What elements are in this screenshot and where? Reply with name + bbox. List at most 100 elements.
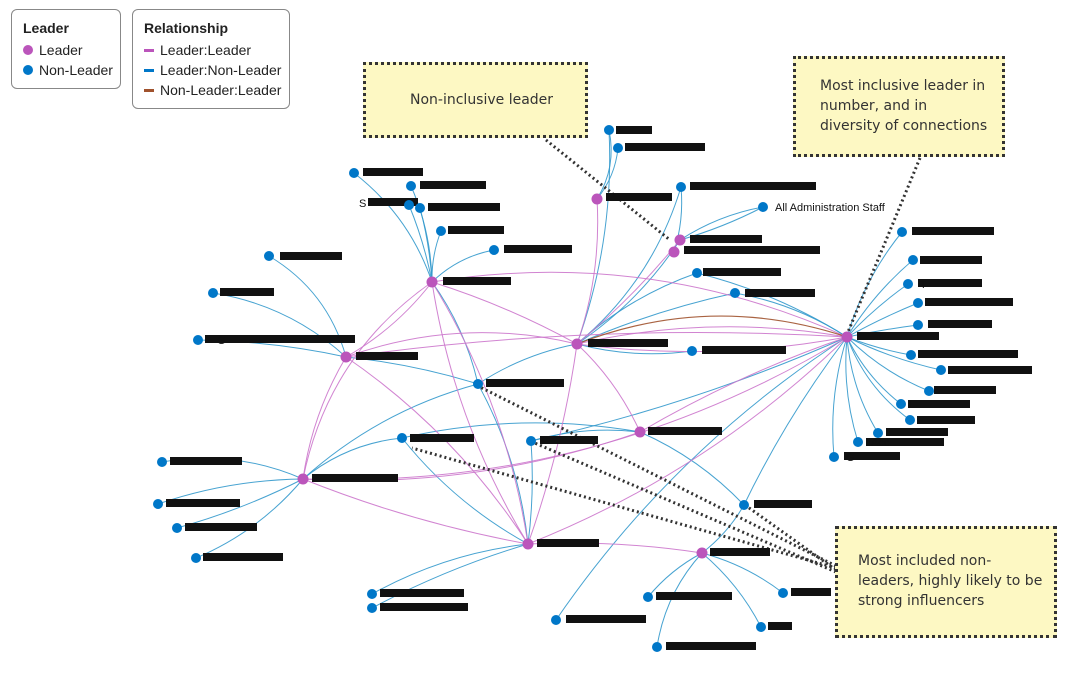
leader-node: [668, 246, 680, 258]
non-leader-node: [643, 592, 653, 602]
redacted-label: [857, 332, 939, 340]
leader-leader-edge: [576, 198, 599, 345]
redacted-label: [504, 245, 572, 253]
leader-nonleader-line-icon: [144, 68, 154, 72]
leader-dot-icon: [23, 45, 33, 55]
non-leader-node: [758, 202, 768, 212]
leader-nonleader-edge: [701, 552, 784, 594]
non-leader-node: [415, 203, 425, 213]
leader-node: [340, 351, 352, 363]
redacted-label: [920, 256, 982, 264]
leader-nonleader-edge: [401, 437, 529, 545]
leader-nonleader-edge: [845, 336, 859, 443]
non-leader-node: [687, 346, 697, 356]
leader-leader-edge: [345, 281, 433, 358]
non-leader-node: [853, 437, 863, 447]
redacted-label: [656, 592, 732, 600]
redacted-label: [710, 548, 770, 556]
legend-item-leader: Leader: [23, 40, 120, 60]
leader-nonleader-edge: [419, 207, 433, 283]
redacted-label: [754, 500, 812, 508]
callout-most-inclusive-leader: Most inclusive leader in number, and in …: [793, 56, 1005, 157]
leader-node: [522, 538, 534, 550]
leader-leader-edge: [527, 343, 578, 545]
leader-nonleader-edge: [530, 336, 848, 442]
leader-nonleader-edge: [408, 204, 433, 283]
nonleader-leader-edge: [576, 315, 848, 345]
callout-most-included-non-leaders: Most included non-leaders, highly likely…: [835, 526, 1057, 638]
redacted-label: [690, 235, 762, 243]
leader-nonleader-edge: [527, 440, 533, 545]
legend-item-leader-leader: Leader:Leader: [144, 40, 289, 60]
non-leader-node: [264, 251, 274, 261]
legend-relationship-title: Relationship: [144, 20, 229, 36]
leader-nonleader-edge: [371, 543, 529, 595]
redacted-label: [768, 622, 792, 630]
leader-nonleader-edge: [734, 292, 848, 338]
redacted-label: [934, 386, 996, 394]
legend-item-label: Non-Leader:Leader: [160, 82, 282, 98]
non-leader-node: [604, 125, 614, 135]
non-leader-node: [367, 603, 377, 613]
non-leader-node: [436, 226, 446, 236]
leader-nonleader-edge: [195, 478, 304, 559]
leader-nonleader-edge: [302, 437, 403, 480]
leader-leader-edge: [302, 478, 529, 545]
non-leader-node: [676, 182, 686, 192]
redacted-label: [690, 182, 816, 190]
redacted-label: [702, 346, 786, 354]
redacted-label: [918, 279, 982, 287]
callout-connector-line: [545, 138, 671, 242]
leader-nonleader-edge: [679, 206, 764, 241]
legend-item-label: Non-Leader: [39, 62, 113, 78]
leader-nonleader-edge: [846, 324, 919, 338]
leader-nonleader-edge: [846, 231, 903, 338]
legend-item-label: Leader:Leader: [160, 42, 252, 58]
leader-nonleader-edge: [832, 336, 848, 458]
callout-text: Non-inclusive leader: [410, 92, 554, 108]
redacted-label: [912, 227, 994, 235]
callout-connector-line: [846, 157, 922, 333]
leader-node: [426, 276, 438, 288]
redacted-label: [185, 523, 257, 531]
non-leader-node: [692, 268, 702, 278]
callout-non-inclusive-leader: Non-inclusive leader: [363, 62, 588, 138]
redacted-label: [428, 203, 500, 211]
redacted-label: [312, 474, 398, 482]
label-fragment: T: [920, 279, 927, 291]
legend-leader: Leader Leader Non-Leader: [11, 9, 121, 89]
redacted-label: [948, 366, 1032, 374]
legend-item-label: Leader:Non-Leader: [160, 62, 282, 78]
non-leader-node: [349, 168, 359, 178]
legend-item-nonleader-leader: Non-Leader:Leader: [144, 80, 289, 100]
leader-leader-edge: [431, 281, 578, 345]
leader-leader-edge: [431, 271, 848, 338]
label-fragment: S: [359, 198, 366, 210]
redacted-label: [203, 553, 283, 561]
redacted-label: [380, 603, 468, 611]
label-fragment: G: [846, 452, 855, 464]
redacted-label: [648, 427, 722, 435]
redacted-label: [606, 193, 672, 201]
non-leader-node: [924, 386, 934, 396]
redacted-label: [745, 289, 815, 297]
leader-nonleader-edge: [679, 206, 764, 241]
redacted-label: [886, 428, 948, 436]
leader-nonleader-edge: [576, 292, 736, 345]
leader-node: [591, 193, 603, 205]
label-admin-staff: All Administration Staff: [775, 202, 886, 214]
leader-nonleader-edge: [212, 292, 347, 358]
leader-leader-edge: [431, 281, 529, 545]
redacted-label: [684, 246, 820, 254]
nonleader-leader-line-icon: [144, 88, 154, 92]
leader-nonleader-edge: [555, 336, 848, 621]
leader-leader-edge: [576, 326, 848, 345]
leader-leader-edge: [639, 336, 848, 433]
redacted-label: [380, 589, 464, 597]
legend-item-leader-nonleader: Leader:Non-Leader: [144, 60, 289, 80]
callout-connector-line: [529, 439, 837, 574]
leader-nonleader-edge: [846, 302, 919, 338]
non-leader-node: [913, 320, 923, 330]
leader-node: [696, 547, 708, 559]
